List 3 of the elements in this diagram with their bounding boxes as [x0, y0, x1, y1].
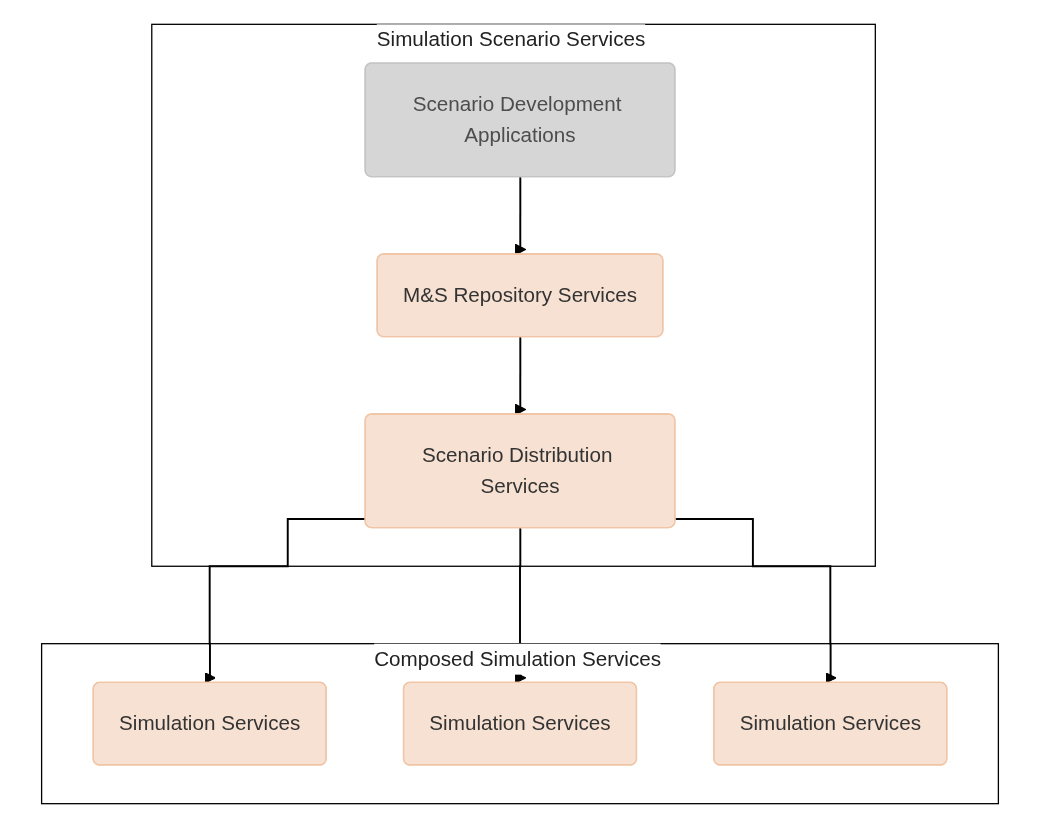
arrow	[514, 336, 527, 416]
arrow	[514, 176, 527, 256]
arrow	[674, 518, 837, 684]
